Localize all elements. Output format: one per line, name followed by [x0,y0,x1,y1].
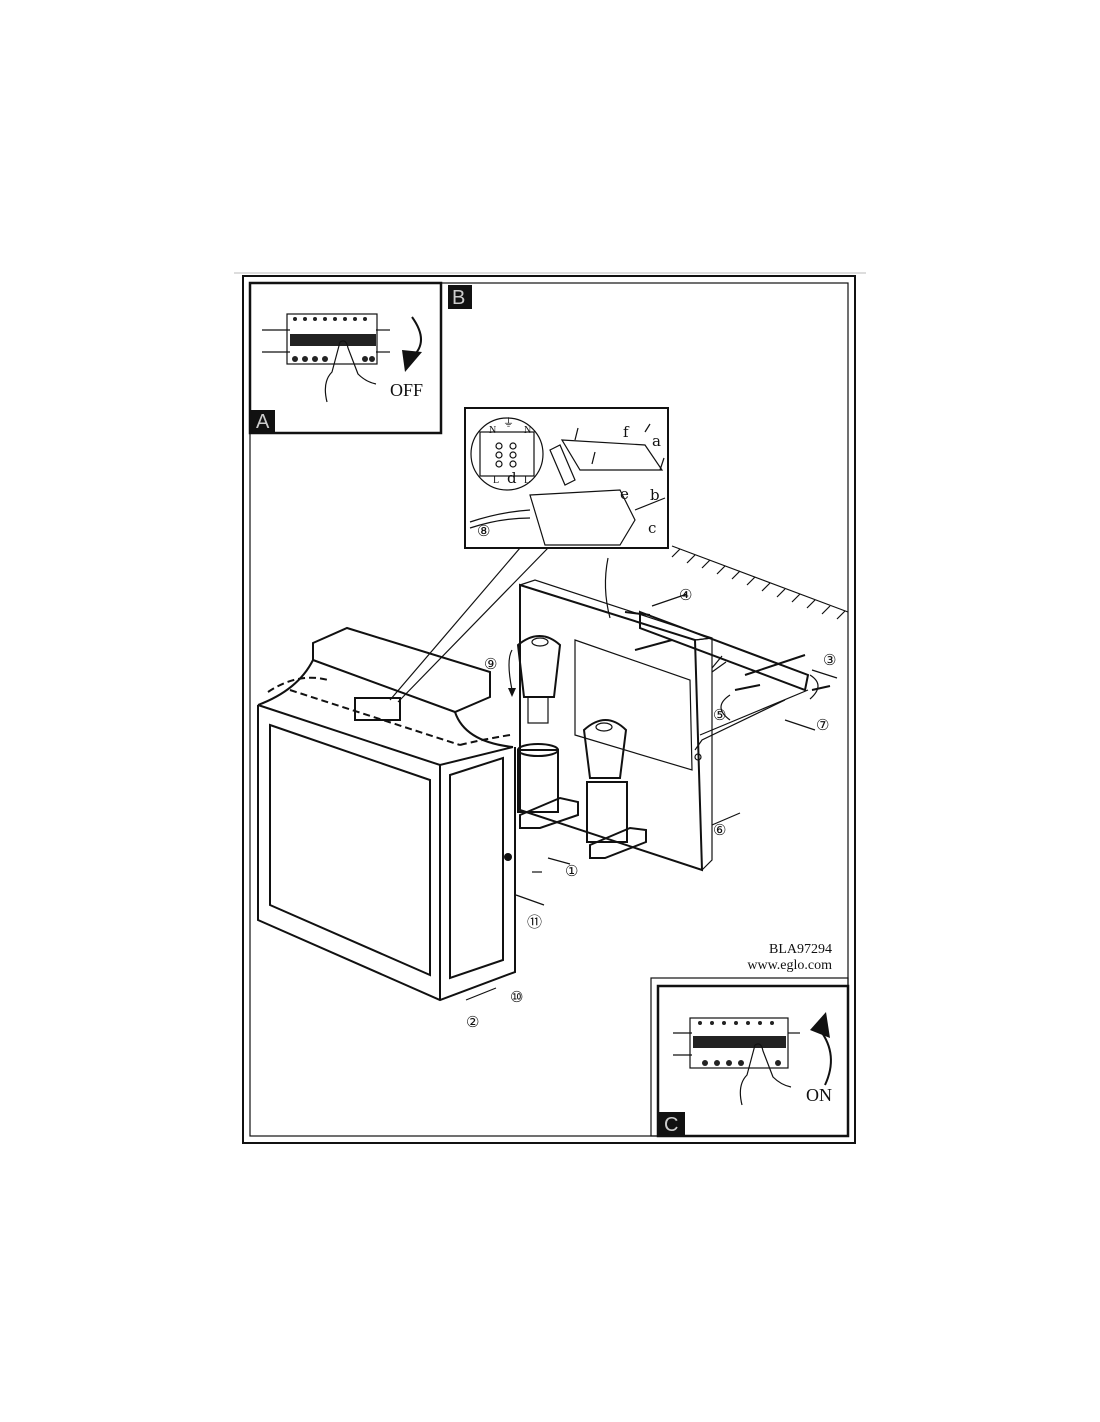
lantern-glass-side [449,756,504,980]
mounting-bracket [624,610,831,751]
step-11: ⑪ [527,913,542,931]
panel-b-label: B [452,287,465,309]
step-2: ② [466,1013,479,1031]
panel-c-switch-on: ON C [650,977,850,1138]
terminal-n-left: N [489,425,496,436]
panel-a-badge [251,410,275,432]
inner-frame [249,282,849,1137]
panel-a-label: A [256,411,270,433]
panel-c-label: C [664,1114,678,1136]
step-8: ⑧ [477,522,490,540]
letter-c: c [648,519,656,537]
junction-box-detail: N N L L ⏚ a b c d e f ⑧ [464,407,669,549]
ground-icon: ⏚ [503,416,514,429]
letter-a: a [652,432,661,450]
letter-f: f [623,423,630,441]
on-label: ON [806,1085,832,1105]
letter-d: d [507,469,517,487]
step-10: ⑩ [510,988,523,1006]
mounting-plate [519,579,713,872]
step-9: ⑨ [484,655,497,673]
hand-icon [739,1043,792,1106]
letter-b: b [650,486,660,504]
box-lid [560,439,664,471]
hand-icon [324,340,377,403]
circuit-breaker-icon [262,313,390,365]
off-label: OFF [390,380,423,400]
box-base [529,489,636,546]
outer-frame [242,275,856,1144]
step-6: ⑥ [713,821,726,839]
letter-e: e [620,485,629,503]
step-3: ③ [823,651,836,669]
terminal-n-right: N [524,425,531,436]
terminal-block-zoom [470,417,544,491]
lantern-junction-box [354,697,401,721]
product-code: BLA97294 [769,942,832,957]
step-1: ① [565,862,578,880]
step-5: ⑤ [713,706,726,724]
lantern-glass-front [269,723,431,977]
step-4: ④ [679,586,692,604]
light-bulb-icon [582,719,628,779]
panel-a-switch-off: OFF A [248,281,443,435]
terminal-l-left: L [493,475,499,486]
website: www.eglo.com [747,958,832,973]
socket-icon [586,781,647,859]
terminal-l-right: L [524,475,530,486]
panel-c-badge [659,1112,685,1136]
direction-arrows [465,593,838,1001]
step-7: ⑦ [816,716,829,734]
screw-icons [574,423,665,471]
panel-b-badge [448,285,472,309]
circuit-breaker-icon [673,1017,800,1069]
wall [604,545,849,620]
socket-icon [517,743,579,829]
light-bulb-icon [516,635,562,724]
lantern-housing [257,626,516,1002]
